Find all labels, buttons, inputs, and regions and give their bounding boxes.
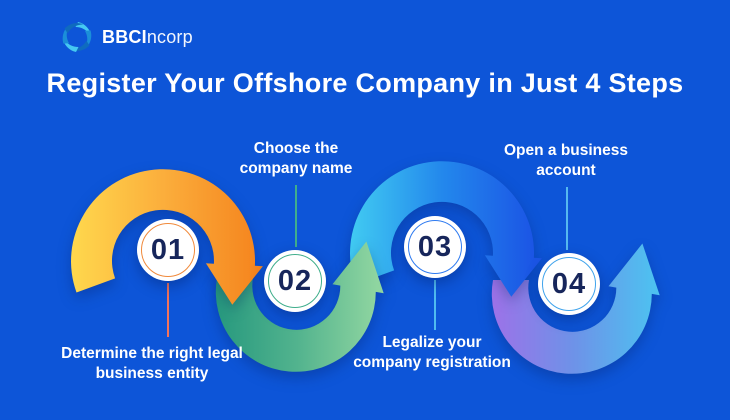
swirl-logo-icon xyxy=(62,22,92,52)
logo-text: BBCIncorp xyxy=(102,27,193,48)
step2-connector-line xyxy=(295,185,297,247)
step1-label: Determine the right legal business entit… xyxy=(61,345,243,383)
step3-circle-ring xyxy=(408,220,462,274)
step3-circle: 03 xyxy=(404,216,466,278)
step1-connector-line xyxy=(167,283,169,337)
step2-label: Choose the company name xyxy=(239,140,353,178)
step4-arch-arrow xyxy=(491,243,660,374)
step2-arch-arrow xyxy=(215,241,384,372)
step4-label: Open a business account xyxy=(503,142,629,180)
page-title: Register Your Offshore Company in Just 4… xyxy=(46,68,684,98)
step1-circle-ring xyxy=(141,223,195,277)
step4-connector-line xyxy=(566,187,568,250)
logo-text-bold: BBCI xyxy=(102,26,147,47)
step4-circle: 04 xyxy=(538,253,600,315)
step3-connector-line xyxy=(434,280,436,330)
step1-arch-arrow xyxy=(71,169,263,305)
step1-circle: 01 xyxy=(137,219,199,281)
logo-text-rest: ncorp xyxy=(146,26,193,47)
step4-circle-ring xyxy=(542,257,596,311)
step2-circle-ring xyxy=(268,254,322,308)
step3-arch-arrow xyxy=(350,161,542,297)
brand-logo: BBCIncorp xyxy=(60,20,193,54)
step2-circle: 02 xyxy=(264,250,326,312)
step3-label: Legalize your company registration xyxy=(353,334,511,372)
